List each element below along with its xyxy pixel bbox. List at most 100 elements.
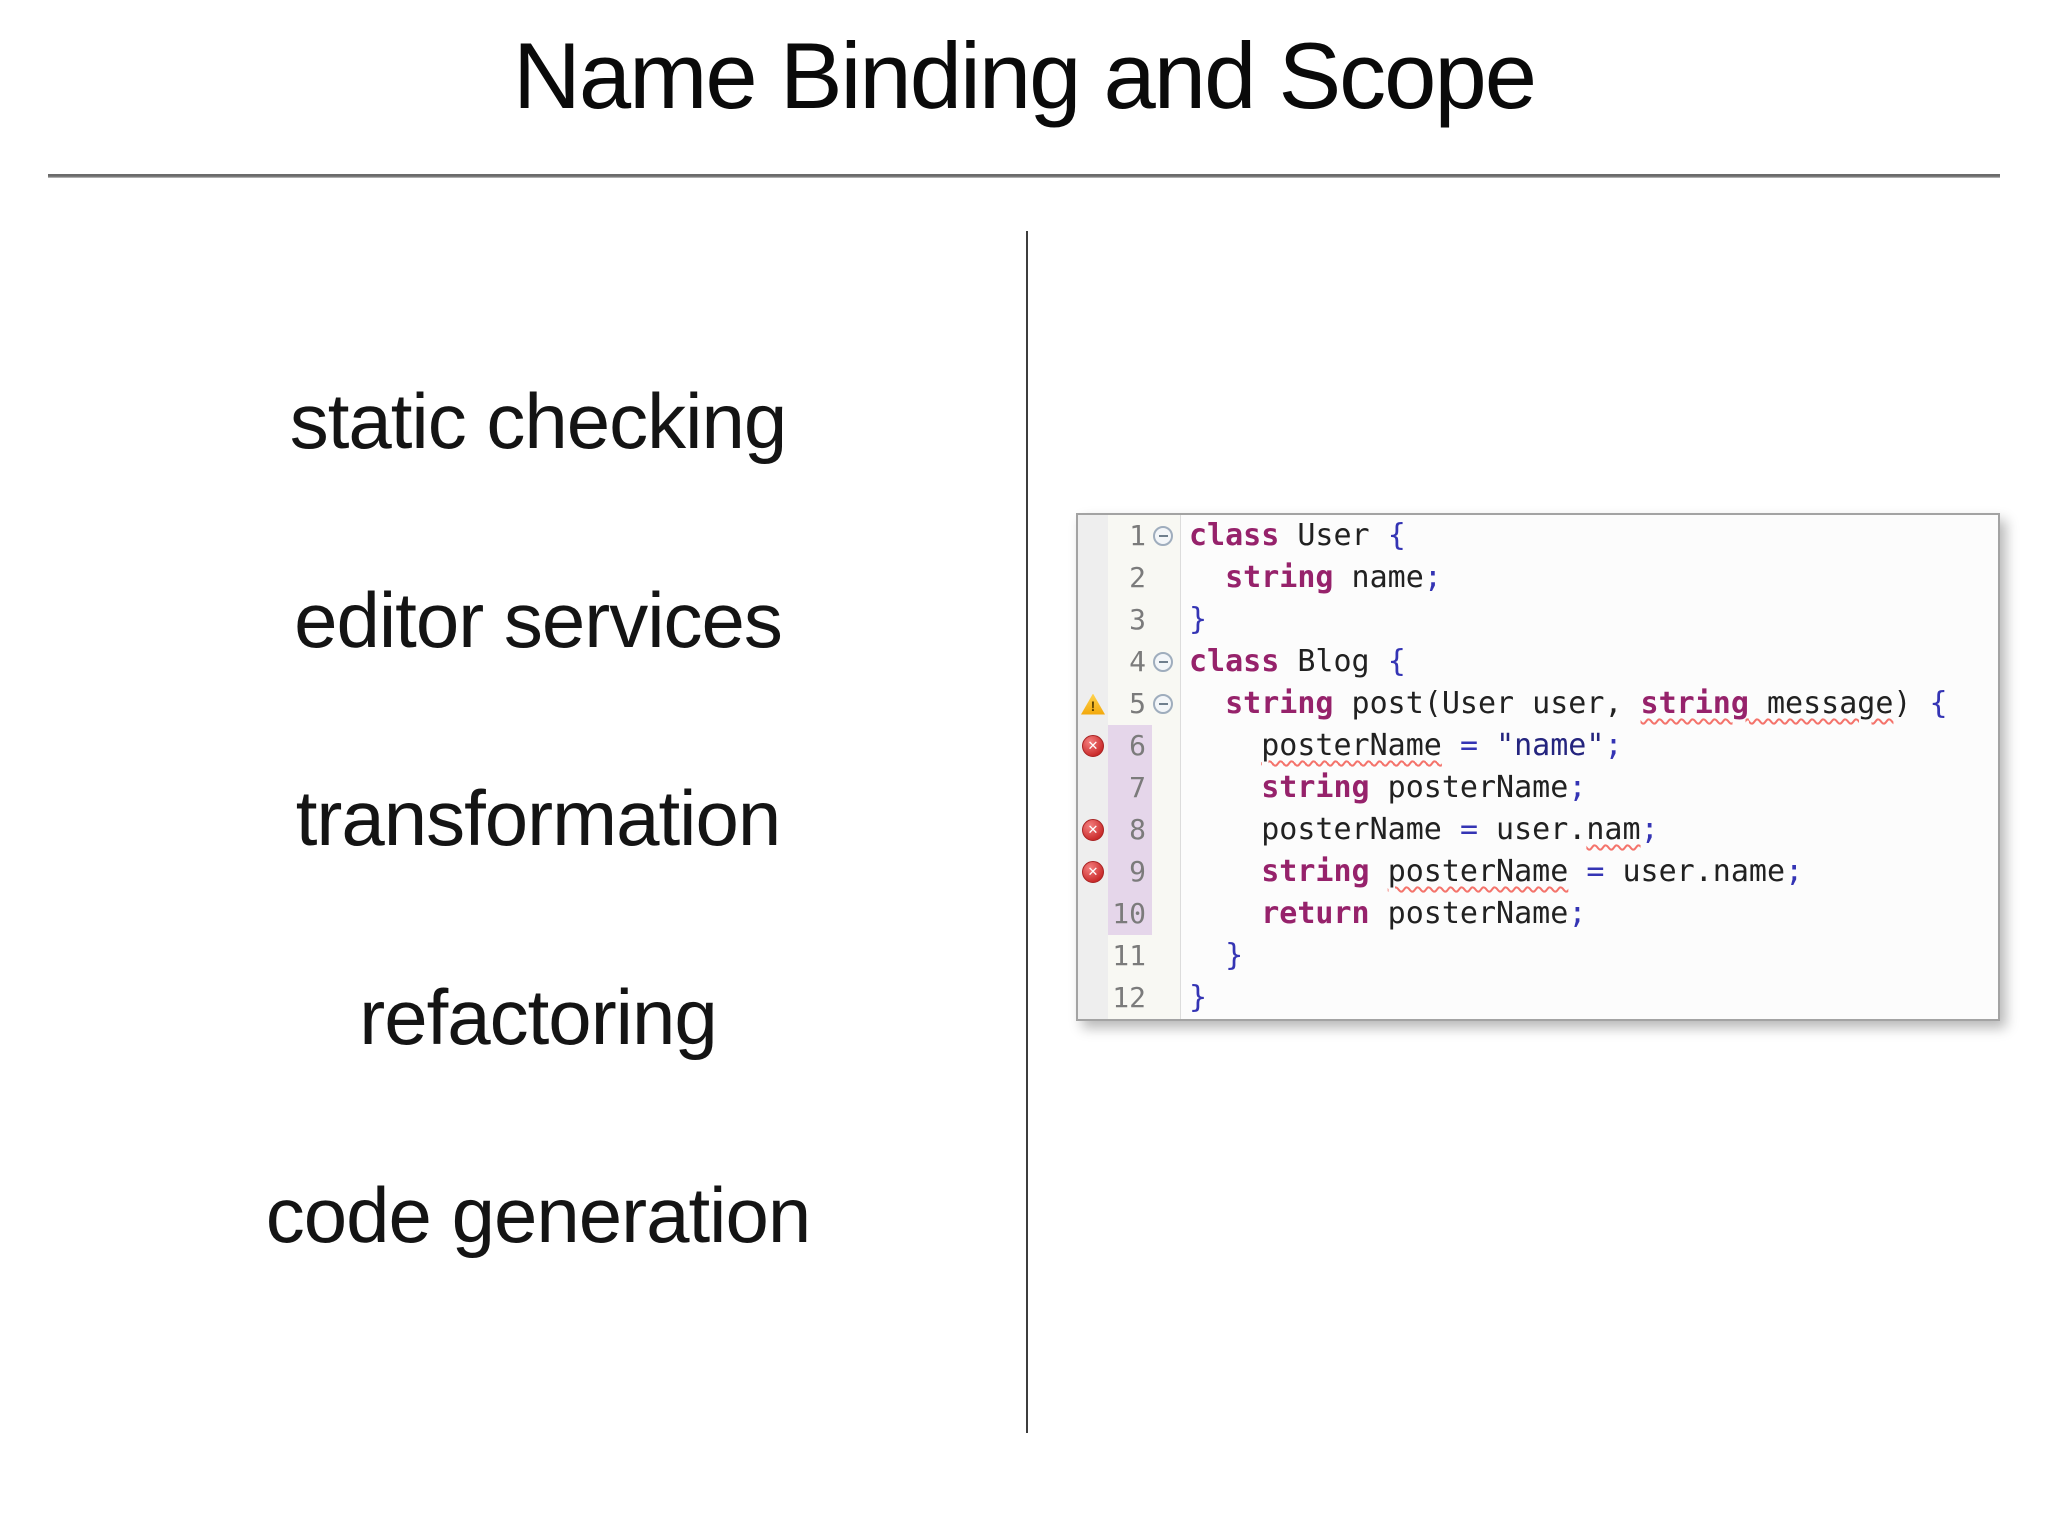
squiggle-underlined-token: string xyxy=(1640,686,1749,721)
code-line: 11 } xyxy=(1078,935,1998,977)
code-token: string xyxy=(1225,686,1334,721)
code-line: 10 return posterName; xyxy=(1078,893,1998,935)
code-token: } xyxy=(1225,938,1244,973)
code-token: ; xyxy=(1604,728,1623,763)
column-divider xyxy=(1026,231,1028,1433)
code-token: ; xyxy=(1568,896,1587,931)
code-token xyxy=(1189,938,1225,973)
code-text: } xyxy=(1181,935,1998,977)
code-token: { xyxy=(1929,686,1948,721)
code-text: string posterName = user.name; xyxy=(1181,851,1998,893)
code-text: string post(User user, string message) { xyxy=(1181,683,1998,725)
code-line: 9 string posterName = user.name; xyxy=(1078,851,1998,893)
code-token xyxy=(1189,728,1261,763)
fold-cell xyxy=(1152,809,1181,851)
gutter-icon-cell xyxy=(1078,641,1108,683)
code-token: string xyxy=(1225,560,1334,595)
fold-cell xyxy=(1152,767,1181,809)
code-text: string posterName; xyxy=(1181,767,1998,809)
gutter-icon-cell xyxy=(1078,935,1108,977)
feature-item-code-generation: code generation xyxy=(265,1171,811,1259)
code-token: posterName xyxy=(1189,812,1460,847)
code-text: } xyxy=(1181,599,1998,641)
code-token xyxy=(1442,728,1460,763)
line-number: 7 xyxy=(1108,767,1152,809)
line-number: 8 xyxy=(1108,809,1152,851)
code-text: class User { xyxy=(1181,515,1998,557)
code-token: user.name xyxy=(1604,854,1786,889)
error-icon xyxy=(1082,735,1104,757)
gutter-icon-cell xyxy=(1078,893,1108,935)
code-token xyxy=(1189,896,1261,931)
code-token: string xyxy=(1261,854,1370,889)
gutter-error-cell xyxy=(1078,851,1108,893)
code-token xyxy=(1189,854,1261,889)
fold-cell xyxy=(1152,599,1181,641)
fold-cell xyxy=(1152,557,1181,599)
code-token xyxy=(1370,854,1388,889)
gutter-icon-cell xyxy=(1078,515,1108,557)
code-line: 2 string name; xyxy=(1078,557,1998,599)
gutter-icon-cell xyxy=(1078,599,1108,641)
code-token: "name" xyxy=(1496,728,1605,763)
code-token: ; xyxy=(1640,812,1659,847)
code-line: 12} xyxy=(1078,977,1998,1019)
slide-title: Name Binding and Scope xyxy=(512,23,1537,128)
code-token: } xyxy=(1189,602,1208,637)
code-line: 5 string post(User user, string message)… xyxy=(1078,683,1998,725)
gutter-icon-cell xyxy=(1078,557,1108,599)
code-token: name xyxy=(1333,560,1424,595)
code-token xyxy=(1189,686,1225,721)
squiggle-underlined-token: posterName xyxy=(1261,728,1442,763)
line-number: 2 xyxy=(1108,557,1152,599)
code-token xyxy=(1189,770,1261,805)
line-number: 6 xyxy=(1108,725,1152,767)
fold-cell xyxy=(1152,683,1181,725)
code-token: posterName xyxy=(1369,770,1569,805)
squiggle-underlined-token: nam xyxy=(1586,812,1641,847)
fold-minus-icon xyxy=(1153,652,1173,672)
code-text: return posterName; xyxy=(1181,893,1998,935)
code-token: User xyxy=(1279,518,1388,553)
warning-icon xyxy=(1081,693,1105,715)
code-line: 3} xyxy=(1078,599,1998,641)
code-line: 8 posterName = user.nam; xyxy=(1078,809,1998,851)
code-text: posterName = user.nam; xyxy=(1181,809,1998,851)
squiggle-underlined-token: posterName xyxy=(1387,854,1569,889)
fold-cell xyxy=(1152,515,1181,557)
fold-minus-icon xyxy=(1153,526,1173,546)
error-icon xyxy=(1082,861,1104,883)
title-divider xyxy=(48,174,2000,178)
code-token: post(User user, xyxy=(1333,686,1641,721)
code-text: string name; xyxy=(1181,557,1998,599)
gutter-error-cell xyxy=(1078,725,1108,767)
feature-item-refactoring: refactoring xyxy=(359,973,718,1061)
fold-cell xyxy=(1152,893,1181,935)
code-line: 6 posterName = "name"; xyxy=(1078,725,1998,767)
code-token: ; xyxy=(1423,560,1442,595)
code-token: { xyxy=(1387,644,1406,679)
code-token: } xyxy=(1189,980,1208,1015)
line-number: 9 xyxy=(1108,851,1152,893)
code-token: = xyxy=(1459,812,1478,847)
feature-item-static-checking: static checking xyxy=(289,377,788,465)
fold-cell xyxy=(1152,977,1181,1019)
gutter-icon-cell xyxy=(1078,977,1108,1019)
fold-minus-icon xyxy=(1153,694,1173,714)
code-token: ; xyxy=(1785,854,1804,889)
code-token: string xyxy=(1261,770,1370,805)
code-token: = xyxy=(1459,728,1478,763)
code-token: = xyxy=(1586,854,1605,889)
fold-cell xyxy=(1152,935,1181,977)
code-line: 7 string posterName; xyxy=(1078,767,1998,809)
code-text: posterName = "name"; xyxy=(1181,725,1998,767)
code-token: return xyxy=(1261,896,1370,931)
gutter-warning-cell xyxy=(1078,683,1108,725)
code-token: posterName xyxy=(1369,896,1569,931)
line-number: 3 xyxy=(1108,599,1152,641)
code-token: class xyxy=(1189,518,1280,553)
